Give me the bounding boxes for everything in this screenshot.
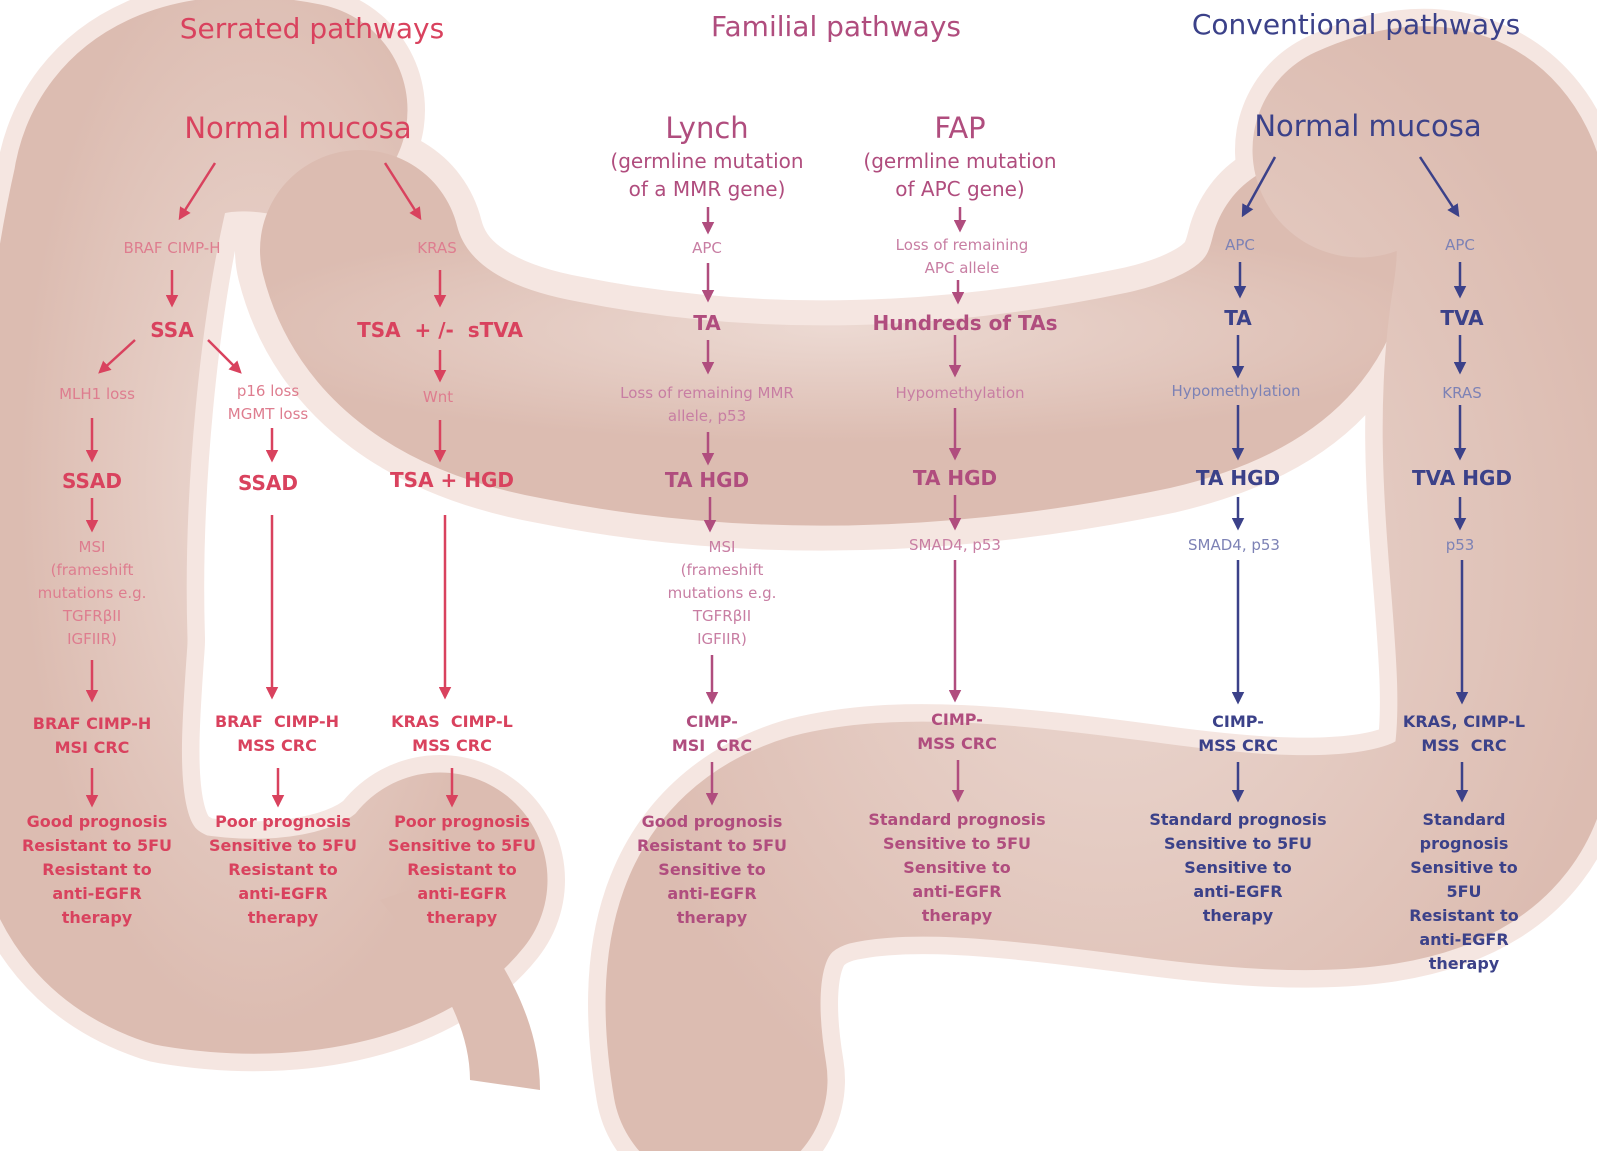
serrated-crc-c: KRAS CIMP-L MSS CRC: [391, 710, 513, 758]
fap-gene-smad4-p53: SMAD4, p53: [909, 534, 1001, 557]
lynch-gene-msi: MSI (frameshift mutations e.g. TGFRβII I…: [668, 536, 777, 651]
serrated-normal-mucosa: Normal mucosa: [184, 112, 411, 144]
serrated-gene-braf-cimph: BRAF CIMP-H: [123, 237, 220, 260]
colon-body: [74, 104, 1504, 1080]
serrated-lesion-ssa: SSA: [150, 317, 193, 343]
serrated-gene-msi: MSI (frameshift mutations e.g. TGFRβII I…: [38, 536, 147, 651]
lynch-lesion-ta-hgd: TA HGD: [665, 467, 749, 493]
fap-crc: CIMP- MSS CRC: [917, 708, 997, 756]
lynch-subtitle: (germline mutation of a MMR gene): [610, 147, 803, 203]
fap-title: FAP: [934, 112, 985, 144]
serrated-lesion-ssad-a: SSAD: [62, 468, 122, 494]
fap-prognosis: Standard prognosis Sensitive to 5FU Sens…: [868, 808, 1045, 928]
fap-subtitle: (germline mutation of APC gene): [863, 147, 1056, 203]
conventional-gene-p53: p53: [1446, 534, 1475, 557]
conventional-normal-mucosa: Normal mucosa: [1254, 110, 1481, 142]
serrated-prognosis-b: Poor prognosis Sensitive to 5FU Resistan…: [209, 810, 357, 930]
serrated-lesion-tsa: TSA + /- sTVA: [357, 317, 523, 343]
serrated-gene-wnt: Wnt: [423, 386, 453, 409]
conventional-crc-right: KRAS, CIMP-L MSS CRC: [1403, 710, 1525, 758]
serrated-gene-kras: KRAS: [417, 237, 456, 260]
conventional-gene-hypomethylation: Hypomethylation: [1171, 380, 1300, 403]
conventional-gene-kras: KRAS: [1442, 382, 1481, 405]
conventional-right-gene-apc: APC: [1445, 234, 1475, 257]
serrated-crc-b: BRAF CIMP-H MSS CRC: [215, 710, 339, 758]
serrated-crc-a: BRAF CIMP-H MSI CRC: [33, 712, 152, 760]
serrated-lesion-ssad-b: SSAD: [238, 470, 298, 496]
conventional-gene-smad4-p53: SMAD4, p53: [1188, 534, 1280, 557]
fap-gene-hypomethylation: Hypomethylation: [895, 382, 1024, 405]
conventional-left-gene-apc: APC: [1225, 234, 1255, 257]
conventional-lesion-tva-hgd: TVA HGD: [1412, 465, 1512, 491]
serrated-prognosis-a: Good prognosis Resistant to 5FU Resistan…: [22, 810, 172, 930]
lynch-title: Lynch: [665, 112, 748, 144]
lynch-gene-apc: APC: [692, 237, 722, 260]
conventional-header: Conventional pathways: [1192, 8, 1520, 41]
conventional-prognosis-right: Standard prognosis Sensitive to 5FU Resi…: [1398, 808, 1531, 976]
conventional-prognosis-left: Standard prognosis Sensitive to 5FU Sens…: [1149, 808, 1326, 928]
fap-lesion-ta-hgd: TA HGD: [913, 465, 997, 491]
fap-lesion-hundreds-tas: Hundreds of TAs: [872, 310, 1057, 336]
conventional-lesion-ta-hgd: TA HGD: [1196, 465, 1280, 491]
serrated-gene-p16-mgmt: p16 loss MGMT loss: [228, 380, 308, 426]
conventional-lesion-ta: TA: [1224, 305, 1252, 331]
familial-header: Familial pathways: [711, 10, 961, 43]
serrated-lesion-tsa-hgd: TSA + HGD: [390, 467, 514, 493]
serrated-gene-mlh1: MLH1 loss: [59, 383, 135, 406]
serrated-prognosis-c: Poor prognosis Sensitive to 5FU Resistan…: [388, 810, 536, 930]
lynch-prognosis: Good prognosis Resistant to 5FU Sensitiv…: [637, 810, 787, 930]
lynch-crc: CIMP- MSI CRC: [672, 710, 752, 758]
lynch-gene-mmr-p53: Loss of remaining MMR allele, p53: [620, 382, 794, 428]
serrated-header: Serrated pathways: [180, 12, 444, 45]
conventional-lesion-tva: TVA: [1440, 305, 1483, 331]
conventional-crc-left: CIMP- MSS CRC: [1198, 710, 1278, 758]
lynch-lesion-ta: TA: [693, 310, 721, 336]
fap-gene-apc-loss: Loss of remaining APC allele: [896, 234, 1029, 280]
